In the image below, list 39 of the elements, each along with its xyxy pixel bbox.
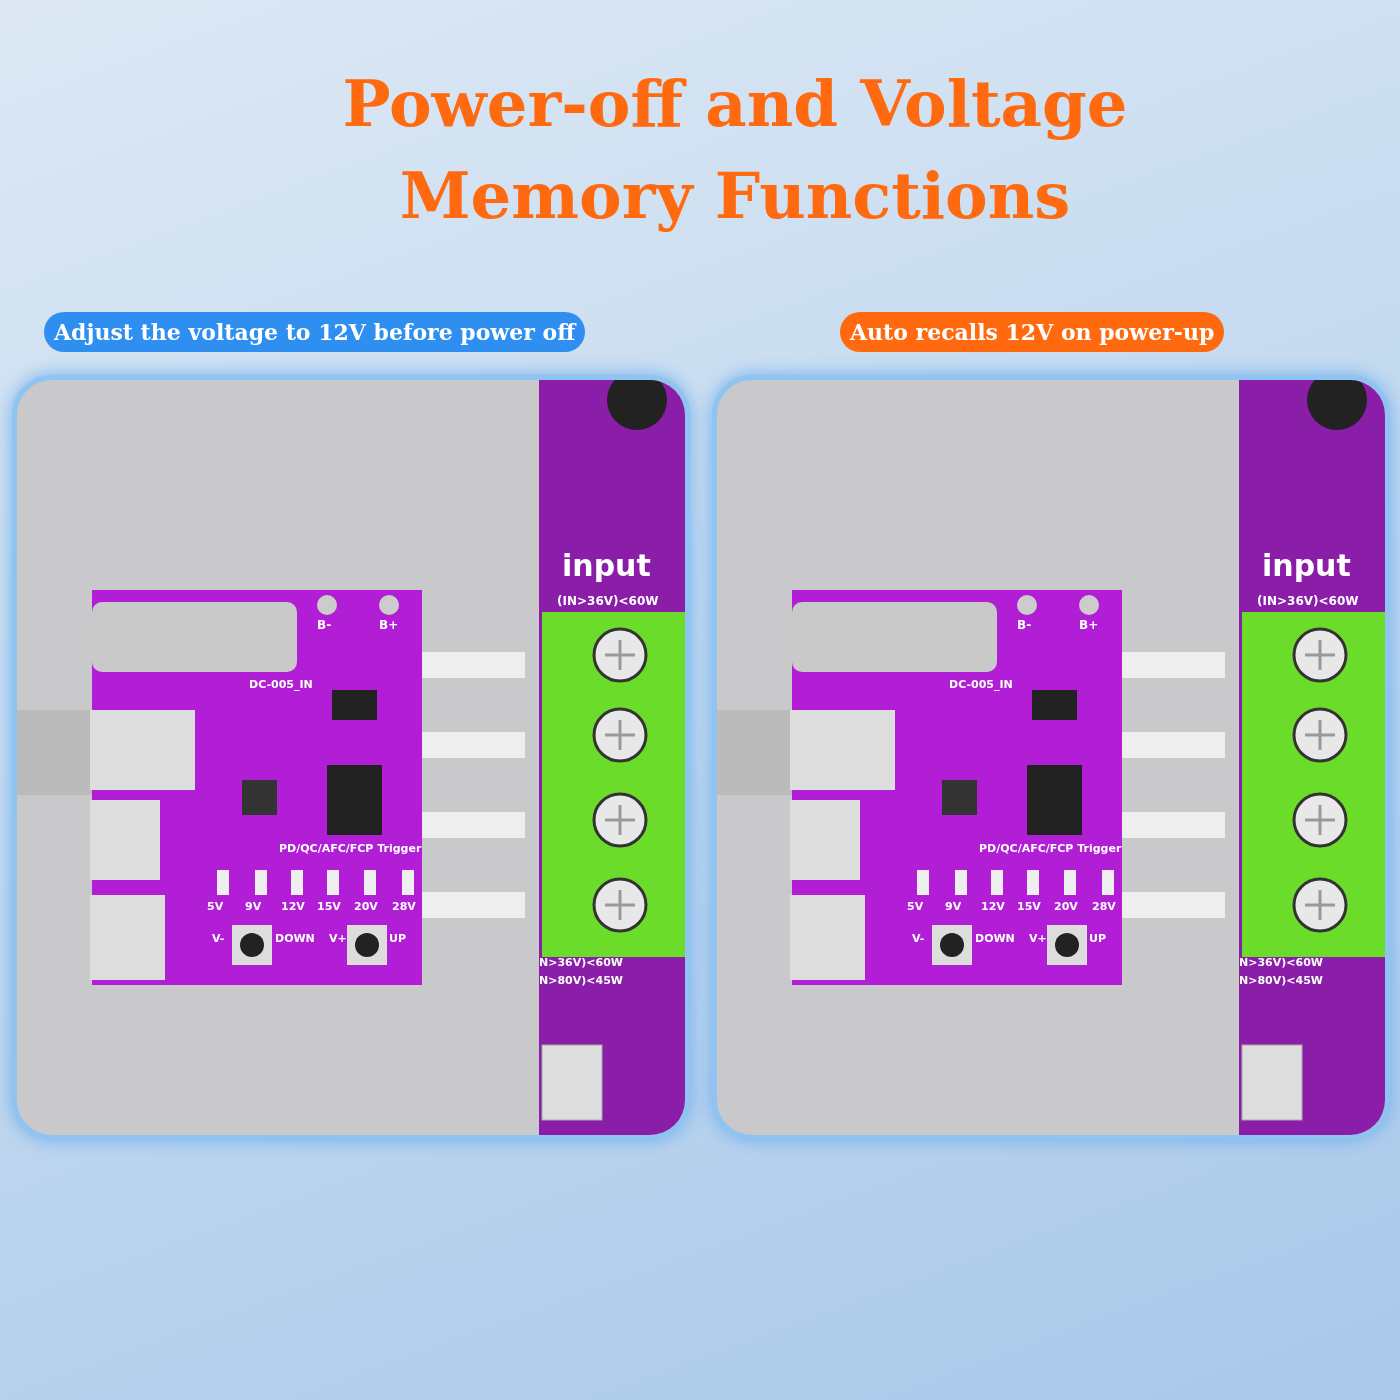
board-label: input [562,548,651,583]
board-label: B+ [379,618,399,632]
board-label: UP [389,932,406,945]
board-label: 5V [207,900,224,913]
board-label: PD/QC/AFC/FCP Trigger [279,842,422,855]
board-label: 9V [945,900,962,913]
board-label: V+ [1029,932,1047,945]
board-label: 28V [392,900,416,913]
board-label: B- [317,618,332,632]
board-label: 9V [245,900,262,913]
board-label: PD/QC/AFC/FCP Trigger [979,842,1122,855]
board-label: 12V [281,900,305,913]
caption-pill: Adjust the voltage to 12V before power off [44,312,586,352]
title: Power-off and Voltage Memory Functions [341,65,1129,235]
board-label: N>80V)<45W [1239,974,1323,987]
board-label: V- [212,932,225,945]
board-label: UP [1089,932,1106,945]
board-label: 28V [1092,900,1116,913]
board-label: DOWN [275,932,315,945]
board-label: V+ [329,932,347,945]
board-label: DC-005_IN [949,678,1013,691]
board-label: 15V [1017,900,1041,913]
board-label: (IN>36V)<60W [1257,594,1359,608]
board-label: B- [1017,618,1032,632]
board-label: DC-005_IN [249,678,313,691]
board-label: N>80V)<45W [539,974,623,987]
caption-pill: Auto recalls 12V on power-up [840,312,1225,352]
board-label: 20V [1054,900,1078,913]
board-label: input [1262,548,1351,583]
board-label: B+ [1079,618,1099,632]
board-label: 15V [317,900,341,913]
board-label: DOWN [975,932,1015,945]
board-label: (IN>36V)<60W [557,594,659,608]
board-label: 20V [354,900,378,913]
board-label: V- [912,932,925,945]
board-label: 5V [907,900,924,913]
board-label: N>36V)<60W [1239,956,1323,969]
board-label: 12V [981,900,1005,913]
board-label: N>36V)<60W [539,956,623,969]
